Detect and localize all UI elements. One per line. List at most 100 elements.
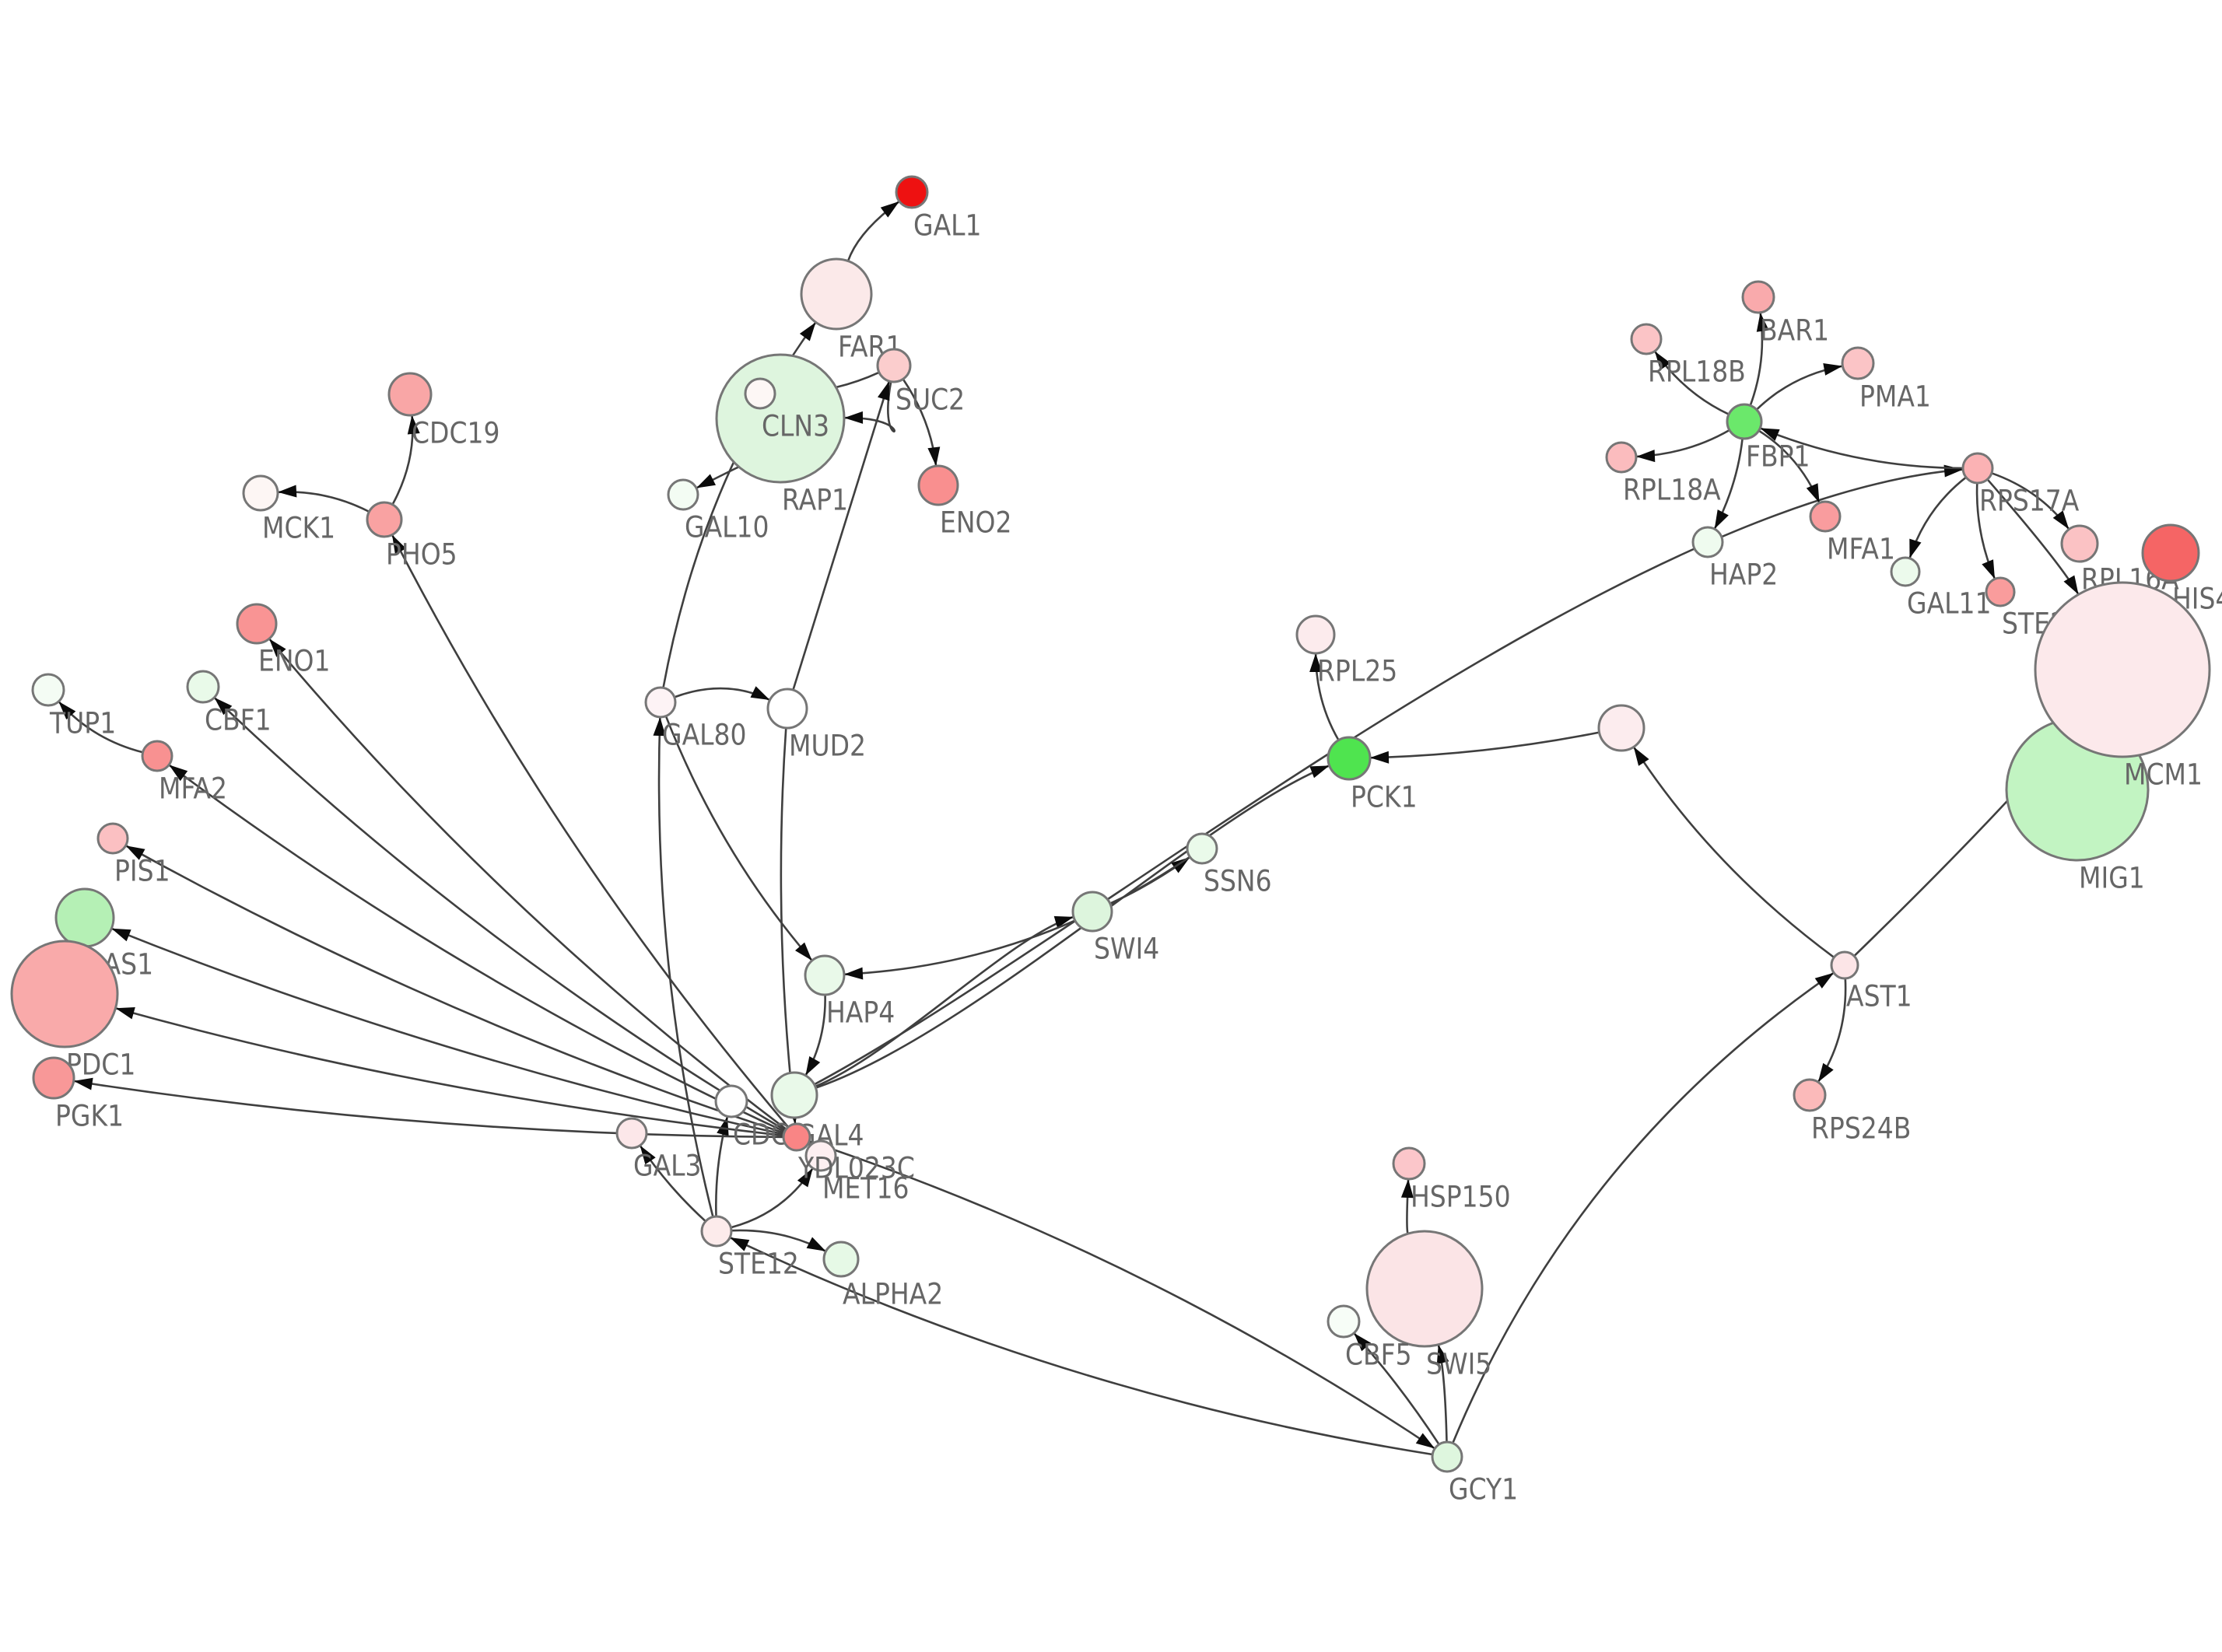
node-gal4[interactable] xyxy=(770,1071,818,1119)
edge-AST1-NODE_A[interactable] xyxy=(1632,746,1835,958)
node-group-CDC19: CDC19 xyxy=(387,372,499,450)
edge-YDL023C-GCY1[interactable] xyxy=(808,1140,1435,1450)
node-group-PHO5: PHO5 xyxy=(366,501,457,572)
node-group-CBF5: CBF5 xyxy=(1327,1304,1412,1372)
arrowhead-icon xyxy=(805,1056,821,1076)
node-gal11[interactable] xyxy=(1890,556,1921,587)
node-hap2[interactable] xyxy=(1691,526,1724,558)
node-pma1[interactable] xyxy=(1841,346,1875,380)
node-mfa1[interactable] xyxy=(1809,500,1842,533)
arrowhead-icon xyxy=(880,201,899,218)
edge-GCY1-AST1[interactable] xyxy=(1452,971,1835,1444)
node-unlabeled[interactable] xyxy=(1597,704,1645,752)
node-group-PMA1: PMA1 xyxy=(1841,346,1931,414)
node-gal10[interactable] xyxy=(667,478,699,511)
node-mcm1[interactable] xyxy=(2034,581,2211,758)
node-mck1[interactable] xyxy=(242,474,279,512)
edge-YDL023C-PHO5[interactable] xyxy=(391,534,789,1128)
node-fbp1[interactable] xyxy=(1726,403,1763,440)
node-cln3[interactable] xyxy=(744,377,776,410)
node-group-ENO1: ENO1 xyxy=(236,603,330,678)
node-rps24b[interactable] xyxy=(1793,1078,1827,1112)
node-bar1[interactable] xyxy=(1741,280,1775,314)
node-mud2[interactable] xyxy=(766,688,808,730)
node-gcy1[interactable] xyxy=(1431,1440,1463,1473)
node-label-met16: MET16 xyxy=(822,1171,909,1206)
node-rpl16a[interactable] xyxy=(2060,524,2099,563)
edge-RPS17A-FBP1[interactable] xyxy=(1759,427,1964,470)
edge-SUC2-RAP1[interactable] xyxy=(843,381,895,432)
node-gal3[interactable] xyxy=(615,1117,648,1150)
edge-GAL80-HAP4[interactable] xyxy=(664,716,813,961)
node-mfa2[interactable] xyxy=(141,740,173,772)
edge-YDL023C-ENO1[interactable] xyxy=(268,638,787,1130)
node-label-mig1: MIG1 xyxy=(2079,861,2145,895)
node-far1[interactable] xyxy=(800,257,873,331)
node-hap4[interactable] xyxy=(804,954,846,996)
node-pgk1[interactable] xyxy=(32,1056,75,1100)
edge-MUD2-SUC2[interactable] xyxy=(792,380,891,691)
node-label-alpha2: ALPHA2 xyxy=(843,1277,943,1311)
node-cdc19[interactable] xyxy=(387,372,433,417)
node-met16[interactable] xyxy=(804,1139,837,1172)
node-gal80[interactable] xyxy=(644,686,677,719)
node-group-ENO2: ENO2 xyxy=(917,464,1011,540)
edge-GCY1-STE12[interactable] xyxy=(729,1236,1433,1456)
node-cbf1[interactable] xyxy=(186,670,220,704)
arrowhead-icon xyxy=(1714,509,1729,530)
node-his4[interactable] xyxy=(2141,523,2200,583)
node-group-GAL1: GAL1 xyxy=(895,175,982,243)
edge-YDL023C-PGK1[interactable] xyxy=(73,1080,784,1139)
node-suc2[interactable] xyxy=(876,348,912,383)
arrowhead-icon xyxy=(806,1237,826,1251)
edge-YDL023C-PIS1[interactable] xyxy=(124,845,785,1134)
node-ast1[interactable] xyxy=(1830,950,1859,980)
edge-SSN6-HAP4[interactable] xyxy=(843,856,1191,976)
node-ste2[interactable] xyxy=(1985,576,2016,607)
node-pho5[interactable] xyxy=(366,501,403,538)
arrowhead-icon xyxy=(730,1237,750,1251)
arrowhead-icon xyxy=(115,1007,135,1020)
edge-STE12-GAL80[interactable] xyxy=(657,716,714,1217)
node-rpl25[interactable] xyxy=(1295,614,1336,655)
node-eno2[interactable] xyxy=(917,464,959,506)
node-label-ssn6: SSN6 xyxy=(1204,864,1272,898)
node-label-gcy1: GCY1 xyxy=(1449,1472,1518,1507)
node-label-cbf5: CBF5 xyxy=(1345,1338,1412,1372)
node-alpha2[interactable] xyxy=(822,1241,860,1278)
node-gal1[interactable] xyxy=(895,175,929,209)
node-label-pma1: PMA1 xyxy=(1859,380,1931,414)
node-ydl023c[interactable] xyxy=(782,1122,811,1152)
node-ras1[interactable] xyxy=(54,887,115,948)
node-cbf5[interactable] xyxy=(1327,1304,1361,1339)
node-group-NODE_A xyxy=(1597,704,1645,752)
edge-GAL4-RPS17A[interactable] xyxy=(813,468,1964,1086)
edge-YDL023C-PDC1[interactable] xyxy=(115,1007,784,1137)
node-tup1[interactable] xyxy=(31,673,65,707)
node-cdc6[interactable] xyxy=(714,1084,748,1118)
edge-NODE_A-PCK1[interactable] xyxy=(1369,731,1600,759)
node-rpl18b[interactable] xyxy=(1630,323,1663,355)
edge-YDL023C-CBF1[interactable] xyxy=(213,696,787,1132)
edge-YDL023C-RAS1[interactable] xyxy=(110,927,784,1136)
edge-MUD2-YDL023C[interactable] xyxy=(780,727,797,1125)
node-ste12[interactable] xyxy=(700,1215,733,1248)
node-ssn6[interactable] xyxy=(1186,832,1218,865)
node-swi5[interactable] xyxy=(1365,1230,1484,1348)
edge-GAL4-SWI4[interactable] xyxy=(815,915,1074,1088)
node-label-mcm1: MCM1 xyxy=(2124,758,2203,792)
node-hsp150[interactable] xyxy=(1392,1146,1426,1181)
node-pck1[interactable] xyxy=(1327,736,1372,781)
node-rpl18a[interactable] xyxy=(1605,441,1638,474)
node-eno1[interactable] xyxy=(236,603,278,645)
node-group-FBP1: FBP1 xyxy=(1726,403,1810,474)
node-swi4[interactable] xyxy=(1071,891,1113,933)
edge-YDL023C-MFA2[interactable] xyxy=(168,764,786,1133)
node-rps17a[interactable] xyxy=(1961,452,1994,485)
node-label-pdc1: PDC1 xyxy=(66,1048,135,1082)
node-label-rpl18b: RPL18B xyxy=(1648,355,1746,389)
node-label-ydl023c: YDL023C xyxy=(797,1151,915,1185)
node-pdc1[interactable] xyxy=(10,940,119,1048)
node-pis1[interactable] xyxy=(96,822,129,855)
